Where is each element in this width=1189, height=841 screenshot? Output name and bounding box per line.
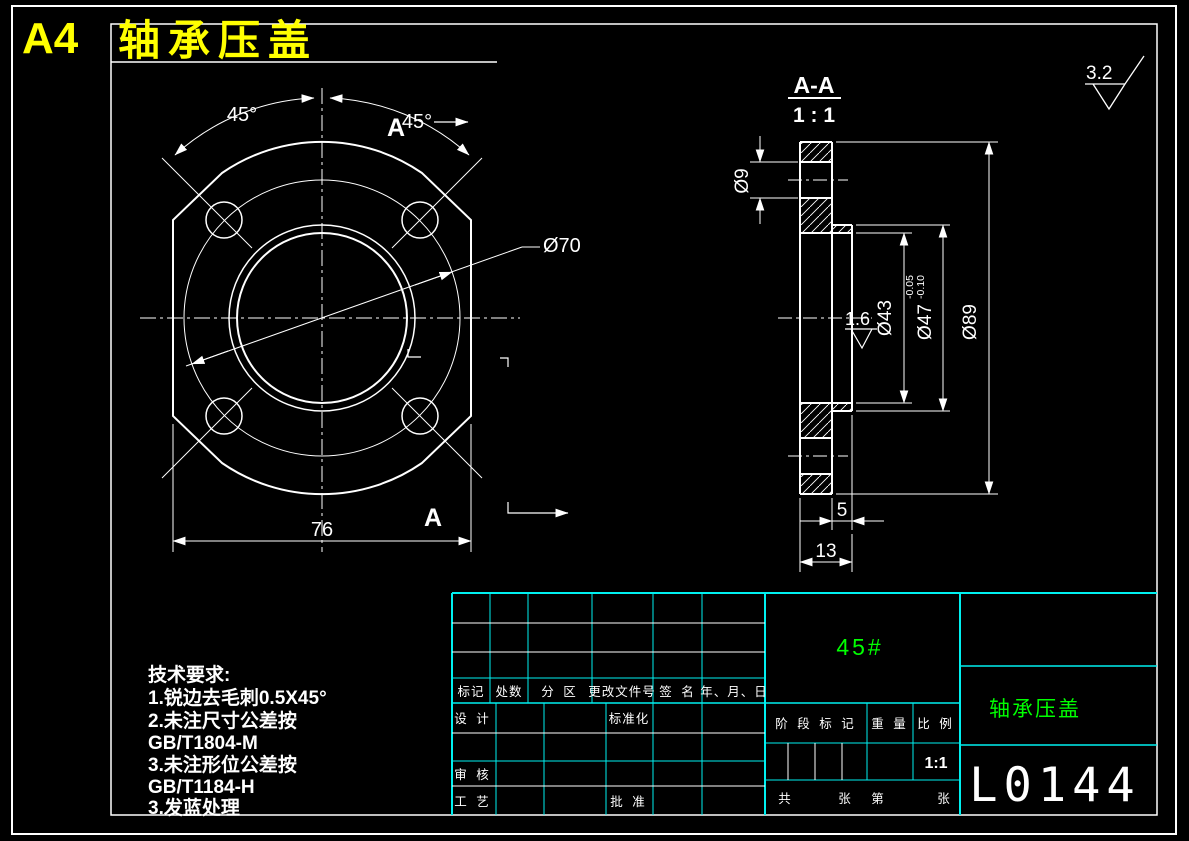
angle-dimensions: 45° 45°	[174, 94, 470, 156]
tech-req-title: 技术要求:	[148, 663, 230, 686]
angle-arc-left	[174, 94, 315, 156]
outer-border	[11, 5, 1177, 835]
part-name: 轴承压盖	[989, 698, 1081, 721]
angle-left-value: 45°	[227, 104, 257, 126]
revision-header-count: 处数	[495, 684, 522, 699]
hole-dia-value: Ø9	[732, 168, 753, 193]
surface-finish-global: 3.2	[1085, 55, 1145, 111]
weight-label: 重 量	[871, 716, 908, 731]
sheet-no-label: 第	[871, 792, 885, 806]
front-view: 45° 45° A A Ø70 76	[140, 88, 581, 552]
tech-req-line: GB/T1184-H	[148, 777, 255, 798]
bolt-holes	[205, 201, 439, 435]
revision-header-mark: 标记	[457, 685, 484, 699]
boss-circle	[228, 224, 416, 412]
material-value: 45#	[836, 634, 883, 660]
section-mark-bottom-label: A	[424, 504, 442, 532]
role-process: 工 艺	[454, 795, 491, 809]
sheet-total-label: 共	[778, 792, 792, 806]
title-block: 标记 处数 分 区 更改文件号 签 名 年、月、日 设 计 标准化 审 核 工 …	[451, 592, 1157, 815]
revision-header-signature: 签 名	[659, 684, 696, 699]
role-check: 审 核	[454, 767, 491, 782]
inner-frame	[110, 23, 1158, 816]
section-view: Ø9 1.6 Ø43 Ø47 -0.05	[732, 136, 998, 572]
section-header: A-A 1 : 1	[788, 72, 841, 127]
bolt-circle-dia-value: Ø70	[543, 235, 581, 257]
section-axes	[778, 179, 872, 457]
section-hatching	[800, 142, 852, 494]
role-standardization: 标准化	[609, 712, 650, 726]
roughness-check-icon	[845, 328, 877, 350]
scale-value: 1:1	[924, 755, 947, 772]
hole-dia-dimension: Ø9	[732, 136, 798, 224]
boss-depth-value: 5	[837, 500, 848, 521]
role-design: 设 计	[454, 711, 491, 726]
surface-finish-bore: 1.6	[845, 309, 877, 350]
sheet-format-label: A4	[22, 14, 79, 63]
bore-roughness-value: 1.6	[845, 309, 870, 329]
boss-dia-value: Ø47	[915, 304, 936, 340]
section-jog-mark-1	[407, 349, 421, 358]
title-block-white-lines	[452, 622, 843, 787]
section-outline	[799, 141, 853, 495]
bore-circle	[236, 232, 408, 404]
boss-depth-dimension: 5	[800, 415, 884, 530]
angle-arc-right	[329, 94, 470, 156]
width-value: 76	[311, 519, 333, 541]
boss-tol-lower: -0.10	[915, 275, 927, 299]
section-arrow-bottom	[507, 502, 569, 518]
tech-req-line: 1.锐边去毛刺0.5X45°	[148, 686, 327, 709]
bolt-circle-dimension: Ø70	[185, 235, 581, 367]
tech-req-line: 2.未注尺寸公差按	[148, 709, 297, 732]
tech-req-line: GB/T1804-M	[148, 733, 258, 754]
bore-dia-value: Ø43	[875, 300, 896, 336]
page-border	[11, 5, 1177, 835]
surface-finish-value: 3.2	[1086, 63, 1112, 84]
section-jog-mark-2	[500, 357, 509, 367]
scale-label: 比 例	[917, 717, 954, 731]
section-cut-marks: A A	[387, 114, 569, 532]
bolt-circle	[183, 179, 461, 457]
outer-dia-dimension: Ø89	[836, 141, 998, 495]
thickness-value: 13	[815, 541, 836, 562]
width-dimension: 76	[172, 424, 472, 552]
revision-header-date: 年、月、日	[700, 685, 768, 699]
angle-right-value: 45°	[402, 111, 432, 133]
title-block-grid	[451, 592, 1157, 815]
bore-dia-dimension: Ø43	[856, 232, 912, 404]
tech-requirements: 技术要求: 1.锐边去毛刺0.5X45° 2.未注尺寸公差按 GB/T1804-…	[148, 663, 327, 819]
role-approve: 批 准	[610, 794, 647, 809]
tech-req-line: 3.发蓝处理	[148, 796, 240, 819]
outer-dia-value: Ø89	[960, 304, 981, 340]
revision-header-zone: 分 区	[541, 685, 578, 699]
thickness-dimension: 13	[799, 498, 853, 572]
page-title: 轴承压盖	[118, 17, 318, 64]
revision-header-docno: 更改文件号	[588, 684, 656, 699]
sheet-word-1: 张	[838, 791, 852, 806]
roughness-check-icon	[1085, 55, 1145, 111]
section-mark-top-label: A	[387, 114, 405, 142]
tech-req-line: 3.未注形位公差按	[148, 753, 297, 776]
drawing-number: L0144	[969, 758, 1140, 813]
section-scale: 1 : 1	[793, 104, 835, 127]
sheet-word-2: 张	[937, 791, 951, 806]
boss-dia-dimension: Ø47 -0.05 -0.10	[856, 224, 950, 412]
stage-mark-label: 阶 段 标 记	[775, 716, 856, 731]
boss-tol-upper: -0.05	[904, 275, 916, 299]
front-centerlines	[140, 88, 520, 552]
section-name: A-A	[794, 72, 835, 98]
